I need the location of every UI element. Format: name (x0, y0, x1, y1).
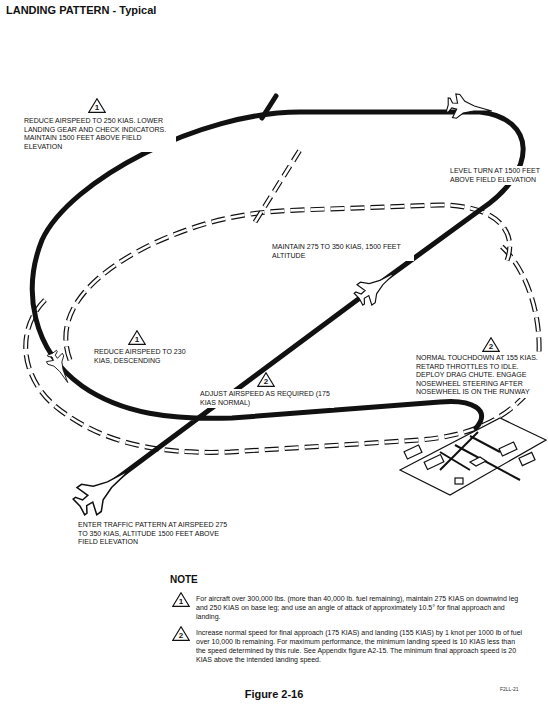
note-triangle (173, 593, 189, 607)
note-number: 1 (172, 592, 190, 606)
figure-caption: Figure 2-16 (0, 688, 548, 701)
figure-code: F2LL-21 (500, 686, 519, 692)
solid-flight-path (32, 96, 523, 495)
note-triangle-marker: 2 (172, 626, 190, 641)
note-triangle-marker: 2 (257, 372, 275, 387)
note-triangle (258, 373, 274, 387)
note-text: For aircraft over 300,000 lbs. (more tha… (196, 594, 526, 621)
note-triangle-marker: 2 (482, 337, 500, 352)
callout-text: MAINTAIN 275 TO 350 KIAS, 1500 FEET ALTI… (270, 242, 414, 261)
callout-number: 2 (257, 372, 275, 386)
runway-and-field (400, 418, 546, 495)
callout-number: 2 (482, 337, 500, 351)
note-triangle-marker: 1 (172, 592, 190, 607)
note-heading: NOTE (170, 574, 198, 586)
note-number: 2 (172, 626, 190, 640)
note-triangle (129, 331, 145, 345)
note-triangle-marker: 1 (88, 98, 106, 113)
callout-text: NORMAL TOUCHDOWN AT 155 KIAS. RETARD THR… (414, 353, 544, 398)
callout-text: ADJUST AIRSPEED AS REQUIRED (175 KIAS NO… (198, 389, 334, 408)
note-triangle (89, 99, 105, 113)
dashed-pattern-inner (66, 150, 510, 360)
note-triangle (483, 338, 499, 352)
callout-text: ENTER TRAFFIC PATTERN AT AIRSPEED 275 TO… (76, 520, 232, 548)
dashed-pattern-outer (26, 245, 539, 452)
note-triangle-marker: 1 (128, 330, 146, 345)
callout-text: REDUCE AIRSPEED TO 250 KIAS. LOWER LANDI… (22, 116, 176, 152)
diagram-title: LANDING PATTERN - Typical (6, 4, 156, 17)
note-triangle (173, 627, 189, 641)
callout-text: REDUCE AIRSPEED TO 230 KIAS, DESCENDING (92, 347, 201, 366)
note-text: Increase normal speed for final approach… (196, 628, 526, 664)
callout-text: LEVEL TURN AT 1500 FEET ABOVE FIELD ELEV… (448, 166, 544, 185)
callout-number: 1 (128, 330, 146, 344)
callout-number: 1 (88, 98, 106, 112)
